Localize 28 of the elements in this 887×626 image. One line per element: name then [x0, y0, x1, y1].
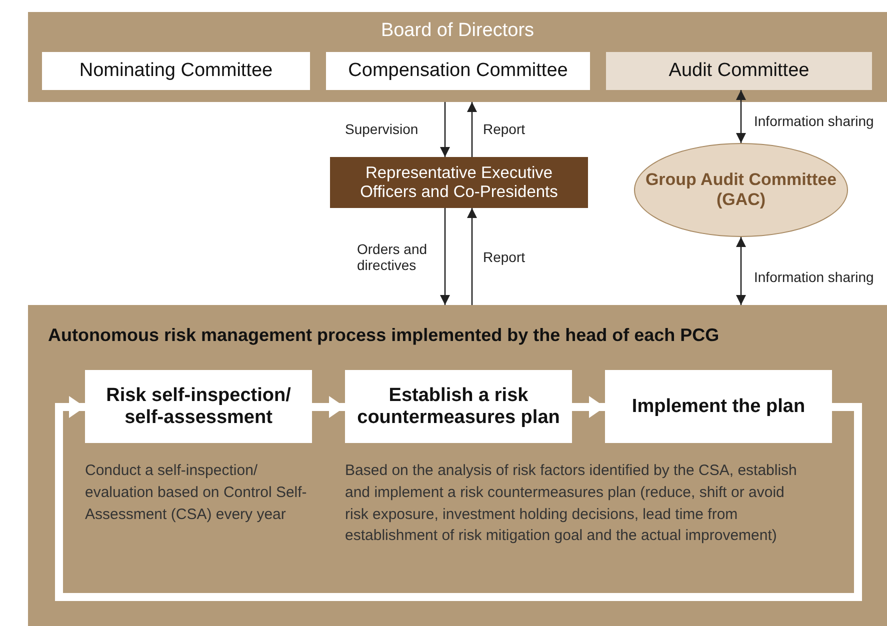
panel-title: Autonomous risk management process implemented by the head of each PCG [48, 325, 720, 346]
committee-box: Compensation Committee [326, 52, 590, 90]
description-text: Conduct a self-inspection/ evaluation based on Control Self-Assessment (CSA) every year [85, 461, 308, 524]
audit-committee-ellipse: Group Audit Committee (GAC) [634, 143, 848, 237]
arrow [55, 396, 862, 601]
arrow [736, 90, 746, 143]
arrow [440, 102, 450, 157]
board-panel [28, 12, 887, 102]
edge-label: Report [482, 121, 526, 138]
executive-box: Representative Executive Officers and Co-Presidents [330, 157, 588, 208]
arrow [440, 208, 450, 305]
step-box: Risk self-inspection/ self-assessment [85, 370, 312, 443]
arrow [312, 396, 345, 418]
edge-label: Supervision [344, 121, 420, 138]
step-box: Establish a risk countermeasures plan [345, 370, 572, 443]
edge-label: Information sharing [753, 269, 875, 286]
edge-label: Report [482, 249, 526, 266]
committee-box: Audit Committee [606, 52, 872, 90]
description-text: Based on the analysis of risk factors identified by the CSA, establish and implement a risk countermeasures plan (reduce, shift or avoid risk exposure, investment holding decisions, lead time from establishment of risk mitigation goal and the actual improvement) [345, 461, 798, 546]
committee-box: Nominating Committee [42, 52, 310, 90]
arrow [572, 396, 605, 418]
panel-title: Board of Directors [380, 20, 536, 42]
step-box: Implement the plan [605, 370, 832, 443]
arrow [467, 208, 477, 305]
arrow [736, 237, 746, 305]
process-panel [28, 305, 887, 626]
edge-label: Information sharing [753, 113, 875, 130]
arrow [467, 102, 477, 157]
